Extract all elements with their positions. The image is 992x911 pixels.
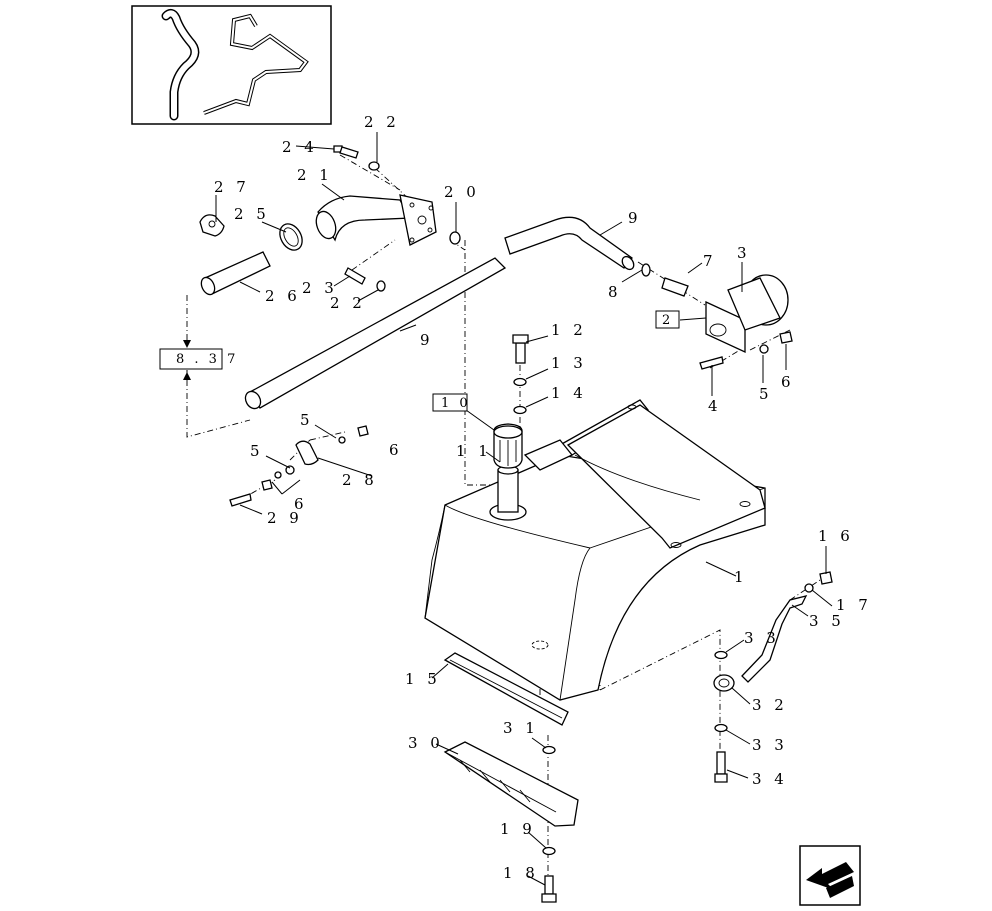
reference-arrows [183,340,191,380]
return-pipe-35 [713,571,833,783]
reference-box: 8 . 3 7 [159,348,238,370]
label-22-top: 2 2 [364,113,400,131]
label-5-clip-bottom: 5 [250,442,264,460]
part-labels: 2 2 2 4 2 1 2 0 2 7 2 5 2 6 2 3 2 2 9 7 … [214,113,872,882]
callout-box-10-text: 1 0 [441,396,471,411]
clamp-27 [199,214,225,237]
label-6-clip-top: 6 [389,441,403,459]
o-ring-20 [449,231,461,245]
label-35: 3 5 [809,612,845,630]
label-18: 1 8 [503,864,539,882]
hose-26 [200,251,271,296]
previous-page-arrow-icon[interactable] [799,845,861,906]
hose-clamp-25 [279,223,303,251]
label-25: 2 5 [234,205,270,223]
pipe-variants-inset [131,5,332,125]
label-9-bottom: 9 [420,331,434,349]
label-20: 2 0 [444,183,480,201]
label-21: 2 1 [297,166,333,184]
label-29: 2 9 [267,509,303,527]
label-12: 1 2 [551,321,587,339]
filler-neck [489,423,527,521]
label-6-sensor: 6 [781,373,795,391]
label-32: 3 2 [752,696,788,714]
callout-box-2-text: 2 [662,313,673,328]
label-27: 2 7 [214,178,250,196]
bolt-23 [344,267,386,292]
label-33-bottom: 3 3 [752,736,788,754]
sender-unit-3 [641,263,789,354]
label-16: 1 6 [818,527,854,545]
bolt-4 [699,331,793,370]
label-1: 1 [734,568,748,586]
label-9-top: 9 [628,209,642,227]
label-15: 1 5 [405,670,441,688]
clip-28 [229,425,369,507]
label-22-bottom: 2 2 [330,294,366,312]
callout-box-10: 1 0 [432,393,471,412]
label-7: 7 [703,252,717,270]
label-34: 3 4 [752,770,788,788]
elbow-pipe-21 [315,194,437,246]
bolt-12 [512,334,529,415]
bracket-30 [443,741,579,827]
bolt-18 [541,745,557,903]
tube-9-lower [244,257,507,410]
callout-box-2: 2 [655,310,680,329]
label-5-sensor: 5 [759,385,773,403]
label-6-clip-bottom: 6 [294,495,308,513]
reference-box-text: 8 . 3 7 [176,352,238,367]
label-31: 3 1 [503,719,539,737]
label-13: 1 3 [551,354,587,372]
label-8: 8 [608,283,622,301]
label-26: 2 6 [265,287,301,305]
label-4: 4 [708,397,722,415]
bolt-24 [333,145,380,171]
label-30: 3 0 [408,734,444,752]
label-28: 2 8 [342,471,378,489]
leader-lines [186,132,833,886]
label-17: 1 7 [836,596,872,614]
label-5-clip-top: 5 [300,411,314,429]
bracket-15 [443,652,569,726]
label-19: 1 9 [500,820,536,838]
label-14: 1 4 [551,384,587,402]
label-11: 1 1 [456,442,492,460]
label-3: 3 [737,244,751,262]
label-24: 2 4 [282,138,318,156]
label-33-top: 3 3 [744,629,780,647]
label-23: 2 3 [302,279,338,297]
tube-9-upper [504,216,635,271]
